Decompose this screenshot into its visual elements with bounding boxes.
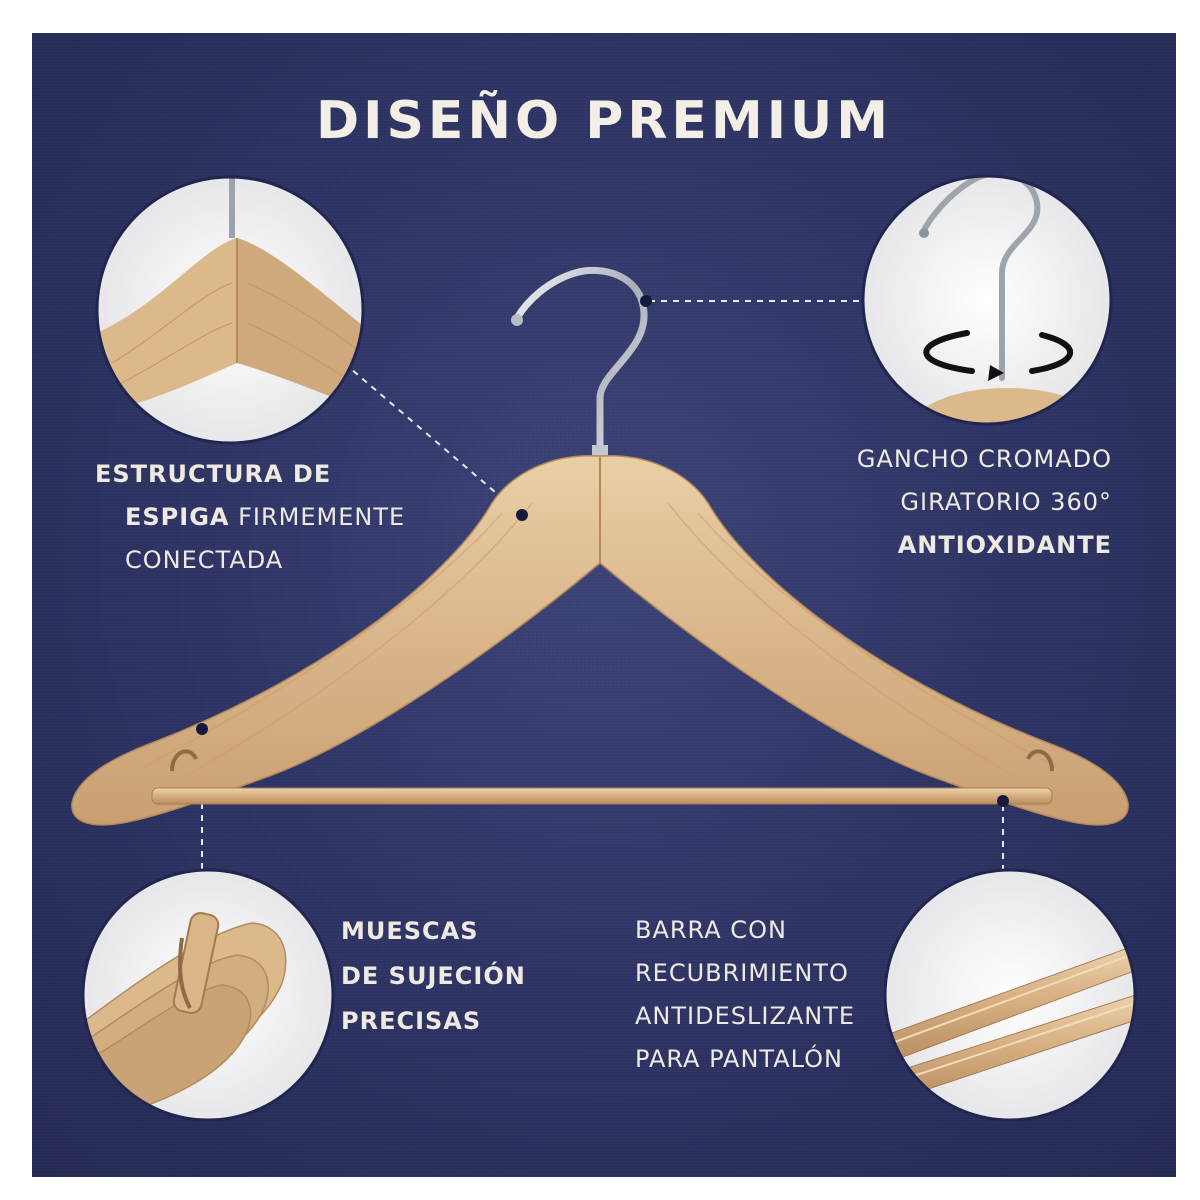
caption-bar-line3: ANTIDESLIZANTE (635, 1002, 856, 1030)
caption-notches: MUESCAS DE SUJECIÓN PRECISAS (341, 909, 526, 1044)
caption-notches-line1: MUESCAS (341, 917, 479, 945)
caption-structure-line3: CONECTADA (125, 546, 284, 574)
leader-lines (201, 300, 1004, 869)
caption-bar-line1: BARRA CON (635, 916, 787, 944)
rotate-360-icon (923, 330, 1074, 374)
zoom-circle-bar (883, 868, 1137, 1122)
caption-structure-line2-bold: ESPIGA (125, 503, 230, 531)
caption-bar: BARRA CON RECUBRIMIENTO ANTIDESLIZANTE P… (635, 909, 855, 1081)
hanger-illustration (71, 174, 1137, 1122)
trouser-bar (151, 787, 1053, 805)
chrome-hook (513, 266, 648, 470)
caption-notches-line2: DE SUJECIÓN (341, 962, 526, 990)
caption-structure-line2-rest: FIRMEMENTE (229, 503, 406, 531)
caption-structure-line1: ESTRUCTURA DE (95, 460, 332, 488)
page-title: DISEÑO PREMIUM (315, 91, 893, 151)
caption-bar-line2: RECUBRIMIENTO (635, 959, 849, 987)
caption-notches-line3: PRECISAS (341, 1007, 482, 1035)
zoom-circle-notches (81, 868, 335, 1122)
zoom-circle-structure (95, 175, 365, 445)
zoom-circle-hook (861, 174, 1113, 426)
caption-hook-line2: GIRATORIO 360° (900, 488, 1112, 516)
caption-hook-line3: ANTIOXIDANTE (897, 531, 1112, 559)
marker-dots (196, 295, 1009, 807)
caption-hook-line1: GANCHO CROMADO (856, 445, 1112, 473)
caption-bar-line4: PARA PANTALÓN (635, 1045, 843, 1073)
feature-panel: DISEÑO PREMIUM ESTRUCTURA DE ESPIGA FIRM… (32, 33, 1176, 1177)
caption-structure: ESTRUCTURA DE ESPIGA FIRMEMENTE CONECTAD… (95, 453, 405, 582)
caption-hook: GANCHO CROMADO GIRATORIO 360° ANTIOXIDAN… (857, 438, 1112, 567)
